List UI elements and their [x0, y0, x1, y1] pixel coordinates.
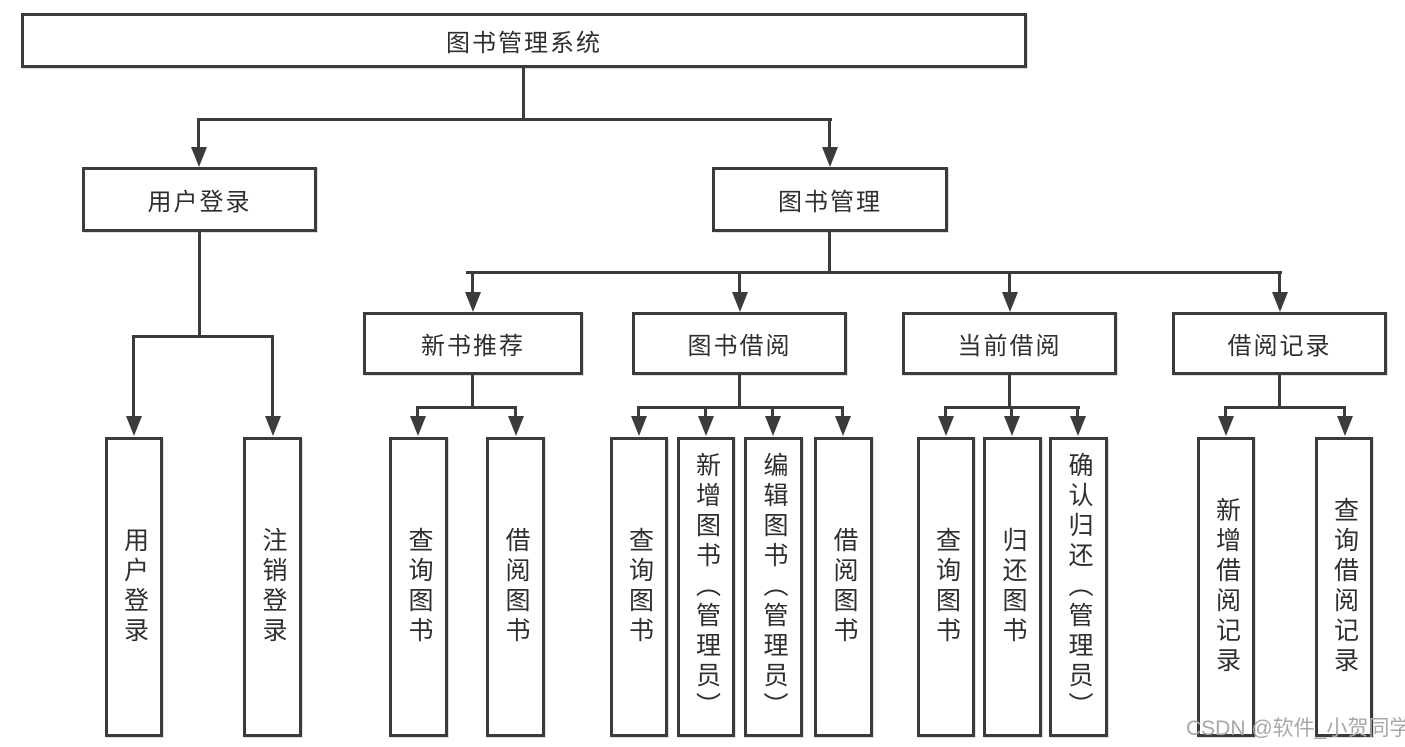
arrow-down-icon [698, 416, 714, 436]
connector-line [1343, 406, 1346, 418]
connector-line [471, 375, 474, 409]
arrow-down-icon [508, 416, 524, 436]
node-book-management-branch: 图书管理 [712, 167, 948, 232]
connector-line [1224, 406, 1346, 409]
connector-line [1278, 375, 1281, 409]
node-user-login-branch: 用户登录 [82, 167, 317, 232]
arrow-down-icon [1004, 416, 1020, 436]
arrow-down-icon [765, 416, 781, 436]
node-label: 新书推荐 [421, 333, 525, 360]
arrow-down-icon [1002, 292, 1018, 312]
arrow-down-icon [732, 292, 748, 312]
arrow-down-icon [410, 416, 426, 436]
connector-line [841, 406, 844, 418]
leaf-search-books-borrowing: 查询图书 [610, 437, 668, 737]
arrow-down-icon [126, 416, 142, 436]
node-book-borrowing: 图书借阅 [632, 312, 847, 375]
csdn-watermark: CSDN @软件_小贺同学 [1186, 717, 1405, 740]
connector-line [771, 406, 774, 418]
arrow-down-icon [938, 416, 954, 436]
connector-line [1008, 375, 1011, 409]
leaf-logout: 注销登录 [243, 437, 302, 737]
arrow-down-icon [265, 416, 281, 436]
leaf-add-books-admin: 新增图书（管理员） [677, 437, 735, 737]
node-label: 用户登录 [147, 189, 252, 216]
connector-line [828, 232, 831, 274]
node-label: 借阅记录 [1227, 333, 1332, 360]
arrow-down-icon [835, 416, 851, 436]
leaf-borrow-books-recommend: 借阅图书 [486, 437, 545, 737]
arrow-down-icon [1070, 416, 1086, 436]
connector-line [637, 406, 844, 409]
connector-line [944, 406, 947, 418]
connector-line [132, 335, 274, 338]
leaf-search-books-recommend: 查询图书 [389, 437, 448, 737]
arrow-down-icon [1218, 416, 1234, 436]
leaf-search-books-current: 查询图书 [917, 437, 975, 737]
connector-line [704, 406, 707, 418]
arrow-down-icon [191, 147, 207, 167]
connector-line [416, 406, 517, 409]
connector-line [466, 271, 1282, 274]
connector-line [198, 232, 201, 338]
node-label: 当前借阅 [957, 333, 1062, 360]
leaf-confirm-return-admin: 确认归还（管理员） [1049, 437, 1108, 737]
connector-line [1076, 406, 1079, 418]
connector-line [738, 271, 741, 294]
node-label: 图书管理 [778, 189, 882, 216]
leaf-add-borrow-record: 新增借阅记录 [1197, 437, 1255, 737]
arrow-down-icon [1337, 416, 1353, 436]
connector-line [1010, 406, 1013, 418]
arrow-down-icon [465, 292, 481, 312]
connector-line [1008, 271, 1011, 294]
connector-line [132, 335, 135, 417]
arrow-down-icon [1272, 292, 1288, 312]
leaf-search-borrow-record: 查询借阅记录 [1315, 437, 1373, 737]
node-borrowing-records: 借阅记录 [1172, 312, 1387, 375]
connector-line [197, 118, 832, 121]
node-label: 图书借阅 [687, 333, 792, 360]
node-root-library-management-system: 图书管理系统 [21, 13, 1027, 68]
connector-line [522, 68, 525, 120]
connector-line [514, 406, 517, 418]
node-new-book-recommendation: 新书推荐 [363, 312, 583, 375]
connector-line [471, 271, 474, 294]
connector-line [738, 375, 741, 409]
connector-line [271, 335, 274, 417]
node-label: 图书管理系统 [446, 30, 602, 57]
connector-line [1278, 271, 1281, 294]
leaf-user-login: 用户登录 [105, 437, 163, 737]
connector-line [637, 406, 640, 418]
node-current-borrowing: 当前借阅 [902, 312, 1117, 375]
connector-line [197, 118, 200, 149]
leaf-return-books: 归还图书 [983, 437, 1042, 737]
leaf-edit-books-admin: 编辑图书（管理员） [744, 437, 803, 737]
connector-line [416, 406, 419, 418]
connector-line [828, 118, 831, 149]
leaf-borrow-books: 借阅图书 [814, 437, 873, 737]
arrow-down-icon [822, 147, 838, 167]
connector-line [1224, 406, 1227, 418]
arrow-down-icon [631, 416, 647, 436]
